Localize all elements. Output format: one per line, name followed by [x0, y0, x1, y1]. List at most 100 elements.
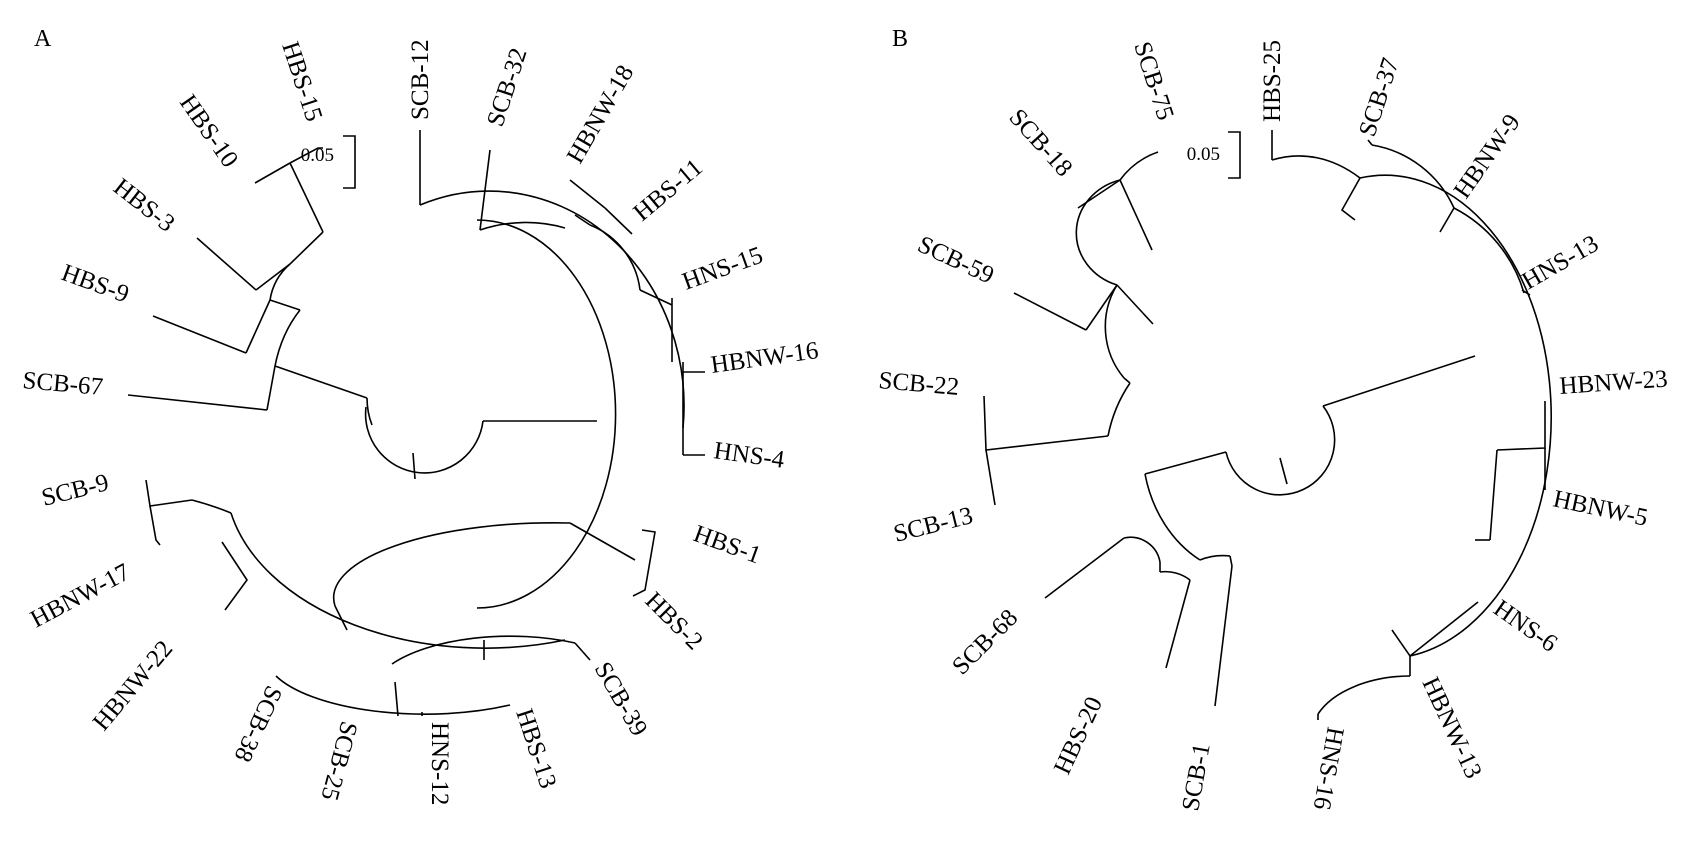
- panel-a-branch: [289, 162, 324, 233]
- panel-b-branch: [1229, 555, 1233, 567]
- panel-a-leaf-label: HBS-1: [690, 520, 765, 569]
- panel-b-leaf-label: SCB-59: [913, 231, 997, 290]
- panel-b-leaf-label: SCB-68: [947, 604, 1023, 680]
- panel-b-scale-bar: [1228, 131, 1241, 179]
- panel-a-leaf-label: HBNW-17: [26, 559, 134, 634]
- panel-a-branch: [289, 231, 324, 265]
- panel-a-lower-outer-arc: [230, 512, 566, 649]
- panel-a-leaf-label: HBS-13: [510, 706, 561, 792]
- panel-b-branch: [1144, 451, 1227, 475]
- panel-b-leaf-label: HBNW-13: [1417, 673, 1487, 783]
- panel-a-branch: [269, 299, 301, 311]
- panel-a-branch: [274, 309, 301, 367]
- panel-a-branch: [632, 529, 656, 597]
- panel-b-branch: [983, 395, 1109, 451]
- panel-a-leaf-label: HBNW-18: [562, 61, 640, 168]
- panel-b-branch: [1075, 179, 1121, 286]
- panel-b-leaf-label: SCB-37: [1354, 55, 1405, 140]
- panel-b-branch: [985, 449, 996, 506]
- panel-a-branch: [269, 263, 291, 301]
- panel-a-branch: [394, 681, 399, 717]
- panel-b-label: B: [892, 26, 908, 52]
- panel-b-branch: [1367, 139, 1373, 146]
- panel-b-leaf-label: HBNW-9: [1449, 109, 1526, 203]
- panel-b-branch: [1159, 570, 1191, 581]
- panel-b-branch: [1013, 292, 1087, 331]
- panel-b-right-stem: [1322, 355, 1476, 407]
- panel-b-branch: [1214, 565, 1233, 707]
- panel-b-branch: [1165, 579, 1191, 669]
- panel-a-tree: A 0.05: [21, 26, 820, 805]
- panel-a-leaf-label: HNS-4: [712, 437, 786, 474]
- panel-a-leaf-label: SCB-12: [407, 39, 434, 120]
- panel-a-leaf-label: HBS-9: [58, 259, 133, 308]
- panel-b-leaf-label: HBS-25: [1259, 40, 1286, 122]
- panel-a-right-arc: [476, 219, 617, 609]
- panel-b-branch: [1489, 449, 1498, 541]
- panel-a-branch: [274, 365, 368, 399]
- panel-a-branch: [127, 394, 268, 411]
- panel-a-branch: [569, 522, 636, 561]
- panel-a-scale-label: 0.05: [301, 145, 334, 166]
- panel-a-branch: [254, 162, 291, 184]
- panel-b-leaf-label: HBNW-5: [1551, 485, 1650, 531]
- panel-b-branch: [1116, 284, 1154, 325]
- panel-b-branch: [1119, 179, 1153, 251]
- panel-a-branch: [289, 147, 323, 164]
- panel-a-branch: [191, 499, 232, 514]
- panel-a-leaf-label: HBS-15: [276, 39, 327, 125]
- panel-b-branch: [1439, 207, 1455, 233]
- panel-a-branch: [639, 289, 673, 306]
- panel-a-branch: [149, 505, 161, 546]
- panel-b-branch: [1496, 401, 1546, 451]
- panel-b-branch: [1340, 177, 1361, 221]
- panel-b-right-arc: [1359, 174, 1552, 657]
- panel-a-leaf-label: HNS-12: [426, 722, 453, 805]
- panel-b-leaf-label: SCB-22: [877, 367, 960, 401]
- panel-b-leaf-label: HNS-16: [1308, 725, 1349, 812]
- panel-b-leaf-label: SCB-75: [1128, 39, 1179, 124]
- panel-b-root-branch: [1279, 457, 1288, 485]
- panel-a-branch: [574, 214, 591, 226]
- panel-b-branch: [1199, 554, 1231, 561]
- panel-a-leaf-label: HBS-3: [108, 173, 179, 237]
- panel-a-scale-bar: [343, 135, 356, 189]
- panel-b-leaf-label: HNS-13: [1518, 230, 1604, 295]
- panel-a-branch: [145, 479, 193, 507]
- panel-a-root-branch: [412, 452, 416, 480]
- panel-b-scale-label: 0.05: [1187, 144, 1220, 165]
- panel-a-branch: [574, 642, 591, 661]
- panel-a-branch: [245, 299, 271, 354]
- panel-b-branch: [1077, 179, 1121, 209]
- panel-b-root-arc: [1225, 405, 1336, 496]
- panel-a-branch: [255, 263, 291, 291]
- panel-a-leaf-label: SCB-32: [482, 45, 533, 130]
- panel-a-leaf-label: SCB-38: [229, 681, 288, 765]
- panel-b-branch: [1371, 144, 1455, 209]
- panel-b-branch: [1521, 289, 1531, 296]
- panel-a-label: A: [34, 26, 52, 52]
- panel-a-branch: [604, 207, 633, 235]
- panel-b-branch: [1123, 536, 1161, 563]
- panel-a-leaf-label: SCB-67: [21, 367, 104, 401]
- panel-a-branch: [479, 221, 566, 231]
- panel-a-branch: [589, 224, 641, 291]
- panel-b-branch: [1119, 151, 1159, 181]
- panel-b-branch: [1453, 207, 1525, 294]
- panel-a-leaf-label: SCB-39: [589, 658, 653, 741]
- panel-a-leaf-label: HBNW-22: [88, 636, 178, 736]
- panel-a-leaf-label: HBS-10: [174, 90, 243, 173]
- panel-a-branch: [266, 365, 276, 411]
- panel-b-leaf-label: SCB-18: [1004, 104, 1078, 182]
- panel-a-leaf-label: HBNW-16: [709, 337, 820, 379]
- panel-b-leaf-label: HBNW-23: [1559, 365, 1669, 399]
- panel-b-branch: [1317, 675, 1411, 715]
- panel-a-branch: [391, 635, 576, 665]
- panel-a-branch: [221, 541, 248, 611]
- panel-b-lower-arc: [1144, 473, 1201, 561]
- panel-a-upper-arc: [419, 190, 685, 429]
- panel-a-branch: [479, 149, 491, 231]
- panel-a-leaf-label: HBS-2: [640, 587, 708, 655]
- panel-b-branch: [1123, 377, 1131, 384]
